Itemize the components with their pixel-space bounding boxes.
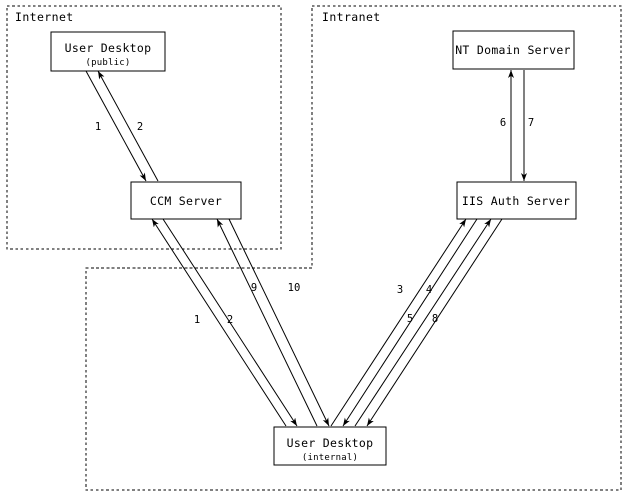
zone-label-internet: Internet: [15, 10, 74, 24]
flow-line-internal-2: [162, 218, 298, 427]
zone-label-intranet: Intranet: [322, 10, 381, 24]
step-label-domain-7: 7: [528, 117, 534, 129]
zone-border-intranet: [85, 5, 622, 491]
node-title-nt-domain-server: NT Domain Server: [455, 43, 571, 57]
flow-line-public-1: [85, 70, 147, 182]
node-title-user-desktop-internal: User Desktop: [287, 436, 374, 450]
step-label-auth-4: 4: [426, 284, 432, 296]
node-title-iis-auth-server: IIS Auth Server: [462, 194, 570, 208]
step-label-auth-3: 3: [397, 284, 403, 296]
node-user-desktop-public[interactable]: User Desktop (public): [50, 31, 166, 72]
flow-line-ccm-10: [228, 218, 330, 427]
step-label-ccm-9: 9: [251, 282, 257, 294]
step-label-ccm-10: 10: [288, 282, 301, 294]
flow-line-auth-8: [366, 218, 503, 427]
flow-line-auth-5: [354, 218, 492, 427]
node-iis-auth-server[interactable]: IIS Auth Server: [456, 181, 577, 220]
step-label-domain-6: 6: [500, 117, 506, 129]
node-user-desktop-internal[interactable]: User Desktop (internal): [273, 426, 387, 466]
step-label-public-1: 1: [95, 121, 101, 133]
node-title-user-desktop-public: User Desktop: [65, 41, 152, 55]
step-number-labels: 1 2 1 2 9 10 3 4 5 8 6 7: [95, 117, 534, 326]
step-label-auth-8: 8: [432, 313, 438, 325]
node-title-ccm-server: CCM Server: [150, 194, 222, 208]
flow-line-ccm-9: [216, 218, 318, 427]
step-label-public-2: 2: [137, 121, 143, 133]
step-label-auth-5: 5: [407, 313, 413, 325]
node-ccm-server[interactable]: CCM Server: [130, 181, 242, 220]
flow-connectors: [85, 70, 527, 427]
step-label-internal-1: 1: [194, 314, 200, 326]
flow-line-internal-1: [151, 218, 287, 427]
zone-border-internet: [6, 5, 282, 250]
flow-line-auth-4: [342, 218, 478, 427]
step-label-internal-2: 2: [227, 314, 233, 326]
node-subtitle-user-desktop-internal: (internal): [302, 453, 358, 463]
zone-boundaries: [6, 5, 622, 491]
node-nt-domain-server[interactable]: NT Domain Server: [452, 30, 575, 70]
flow-line-public-2: [97, 70, 159, 182]
node-subtitle-user-desktop-public: (public): [86, 58, 131, 68]
flow-line-auth-3: [330, 218, 467, 427]
